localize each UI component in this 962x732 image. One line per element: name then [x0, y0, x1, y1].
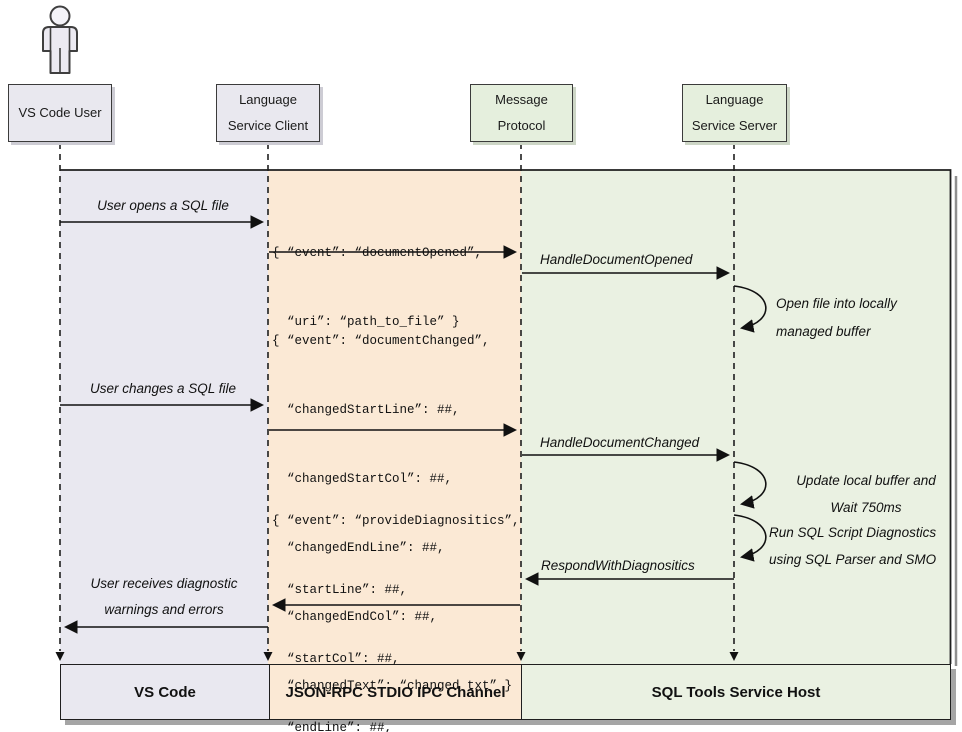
- code-line: { “event”: “provideDiagnositics”,: [272, 514, 520, 528]
- footer-box-sql-tools-service-host: SQL Tools Service Host: [522, 665, 950, 719]
- lifelines: [59, 143, 735, 651]
- label-line2: warnings and errors: [104, 602, 224, 617]
- label-user-opens-sql-file: User opens a SQL file: [97, 198, 229, 213]
- label-user-receives-diagnostics: User receives diagnostic warnings and er…: [60, 571, 268, 623]
- note-update-buffer-wait: Update local buffer and Wait 750ms: [768, 467, 962, 521]
- note-line1: Update local buffer and: [796, 473, 936, 488]
- code-line: “changedText”: “changed txt” }: [272, 679, 513, 693]
- code-line: “endLine”: ##,: [272, 721, 393, 732]
- loop-open-file: [733, 285, 767, 333]
- label-handle-document-changed: HandleDocumentChanged: [540, 435, 700, 450]
- label-line1: User receives diagnostic: [90, 576, 238, 591]
- code-line: “startCol”: ##,: [272, 652, 400, 666]
- loop-run-diagnostics: [733, 514, 767, 562]
- note-line2: Wait 750ms: [830, 500, 902, 515]
- note-open-file-into-buffer: Open file into locally managed buffer: [776, 290, 897, 346]
- code-line: “changedStartLine”: ##,: [272, 403, 460, 417]
- actor-box-language-service-server: Language Service Server: [682, 84, 787, 142]
- payload-document-opened: { “event”: “documentOpened”, “uri”: “pat…: [272, 196, 482, 380]
- actor-box-language-service-client: Language Service Client: [216, 84, 320, 142]
- actor-label-line1: Language: [705, 92, 764, 107]
- actor-label-line2: Protocol: [497, 118, 546, 133]
- code-line: “changedEndLine”: ##,: [272, 541, 445, 555]
- code-line: “uri”: “path_to_file” }: [272, 315, 460, 329]
- label-handle-document-opened: HandleDocumentOpened: [540, 252, 693, 267]
- self-call-loops: [733, 285, 767, 562]
- code-line: { “event”: “documentOpened”,: [272, 246, 483, 260]
- lifeline-end-arrows: [55, 652, 739, 661]
- note-line2: using SQL Parser and SMO: [769, 552, 937, 567]
- message-arrows: [60, 215, 734, 634]
- code-line: “changedStartCol”: ##,: [272, 472, 453, 486]
- note-run-sql-diagnostics: Run SQL Script Diagnostics using SQL Par…: [769, 519, 936, 573]
- actor-label-line1: Language: [239, 92, 297, 107]
- actor-label-line1: Message: [495, 92, 548, 107]
- actor-label-line2: Service Client: [227, 118, 309, 133]
- footer-box-vscode: VS Code: [61, 665, 269, 719]
- code-line: “changedEndCol”: ##,: [272, 610, 438, 624]
- user-actor-icon: [42, 5, 78, 74]
- lane-host-background: [521, 170, 951, 664]
- lane-vscode-background: [60, 170, 268, 664]
- actor-label: VS Code User: [18, 105, 102, 120]
- actor-label-line2: Service Server: [691, 118, 778, 133]
- loop-update-buffer: [733, 461, 767, 509]
- footer-label: SQL Tools Service Host: [651, 683, 821, 701]
- footer-label: VS Code: [134, 683, 196, 701]
- payload-provide-diagnostics: { “event”: “provideDiagnositics”, “start…: [272, 464, 520, 732]
- code-line: “startLine”: ##,: [272, 583, 408, 597]
- footer-label: JSON-RPC STDIO IPC Channel: [285, 683, 506, 701]
- payload-document-changed: { “event”: “documentChanged”, “changedSt…: [272, 284, 512, 732]
- note-line2: managed buffer: [776, 324, 871, 339]
- note-line1: Run SQL Script Diagnostics: [769, 525, 937, 540]
- actor-box-vscode-user: VS Code User: [8, 84, 112, 142]
- note-line1: Open file into locally: [776, 296, 897, 311]
- label-user-changes-sql-file: User changes a SQL file: [89, 381, 237, 396]
- code-line: { “event”: “documentChanged”,: [272, 334, 490, 348]
- label-respond-with-diagnostics: RespondWithDiagnositics: [541, 558, 695, 573]
- footer-box-jsonrpc-channel: JSON-RPC STDIO IPC Channel: [269, 665, 522, 719]
- lane-frame: [60, 169, 952, 664]
- footer-lane-row: VS Code JSON-RPC STDIO IPC Channel SQL T…: [60, 664, 951, 720]
- actor-box-message-protocol: Message Protocol: [470, 84, 573, 142]
